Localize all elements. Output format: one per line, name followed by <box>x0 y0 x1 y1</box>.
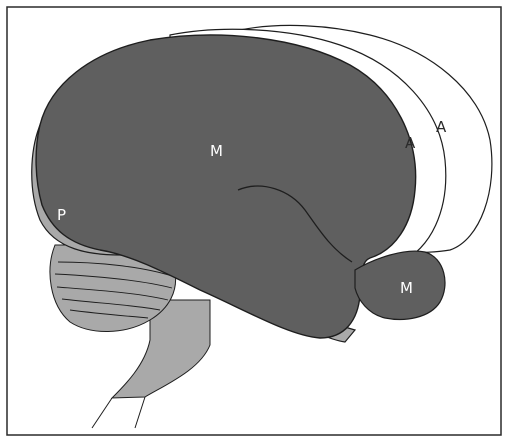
stem-line-right <box>135 397 145 428</box>
label-a-outer: A <box>436 118 447 136</box>
label-a-inner: A <box>405 134 416 152</box>
stem-line-left <box>92 398 112 428</box>
label-p: P <box>57 206 66 224</box>
label-m-main: M <box>210 142 223 160</box>
label-m-small: M <box>400 279 413 297</box>
